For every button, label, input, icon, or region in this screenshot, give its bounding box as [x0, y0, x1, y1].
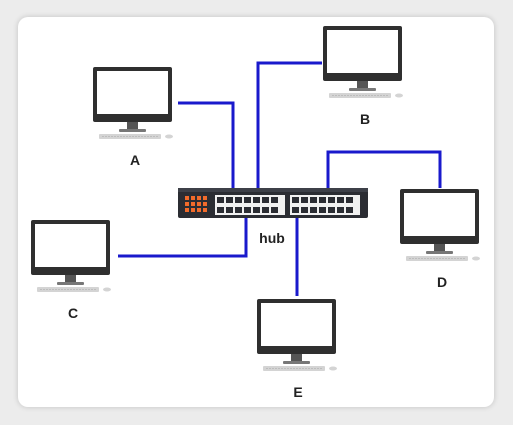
keyboard-icon	[329, 93, 403, 98]
computer-d	[400, 189, 480, 261]
hub-port-block-1	[215, 195, 285, 215]
link-d-hub	[326, 150, 442, 190]
monitor-icon	[93, 67, 172, 132]
computer-e	[257, 299, 337, 371]
hub-port-block-2	[290, 195, 360, 215]
links	[118, 61, 442, 296]
keyboard-icon	[99, 134, 173, 139]
keyboard-icon	[263, 366, 337, 371]
computer-c-label: C	[68, 305, 78, 321]
keyboard-icon	[37, 287, 111, 292]
computer-a	[93, 67, 173, 139]
computer-a-label: A	[130, 152, 140, 168]
computer-c	[31, 220, 111, 292]
link-b-hub	[256, 61, 322, 190]
monitor-icon	[323, 26, 402, 91]
monitor-icon	[400, 189, 479, 254]
hub-label: hub	[259, 230, 285, 246]
computer-b-label: B	[360, 111, 370, 127]
link-c-hub	[118, 217, 248, 258]
keyboard-icon	[406, 256, 480, 261]
link-a-hub	[178, 101, 235, 190]
monitor-icon	[31, 220, 110, 285]
computer-b	[323, 26, 403, 98]
monitor-icon	[257, 299, 336, 364]
hub-switch-icon	[178, 188, 368, 218]
computer-e-label: E	[293, 384, 302, 400]
computer-d-label: D	[437, 274, 447, 290]
hub-status-leds	[185, 196, 207, 212]
